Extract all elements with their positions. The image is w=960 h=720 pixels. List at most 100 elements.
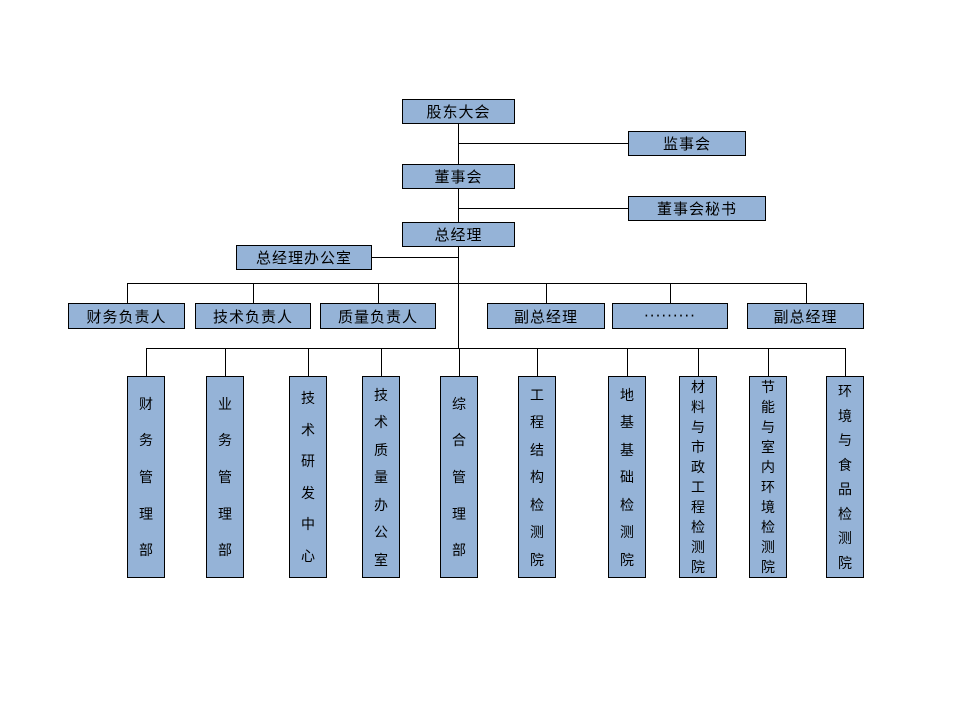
vertical-char: 节 <box>761 380 775 396</box>
node-deputy-gm-2: 副总经理 <box>747 303 864 329</box>
vertical-char: 务 <box>139 433 153 450</box>
node-materials-municipal-institute: 材料与市政工程检测院 <box>679 376 717 578</box>
vertical-char: 境 <box>761 500 775 516</box>
node-label: 监事会 <box>662 135 711 153</box>
vertical-char: 综 <box>452 396 466 413</box>
connector-board-gm <box>458 188 459 222</box>
node-general-admin-dept: 综合管理部 <box>440 376 478 578</box>
vertical-char: 研 <box>301 454 315 471</box>
vertical-char: 测 <box>761 540 775 556</box>
connector-gm-office <box>372 257 458 258</box>
node-quality-head: 质量负责人 <box>320 303 436 329</box>
vertical-char: 院 <box>761 560 775 576</box>
vertical-char: 中 <box>301 517 315 534</box>
connector-supervisory-board <box>458 143 628 144</box>
connector-rail-departments <box>146 348 845 349</box>
connector-drop-ellipsis <box>670 283 671 303</box>
vertical-char: 心 <box>301 548 315 565</box>
connector-drop-deputy-gm-2 <box>806 283 807 303</box>
vertical-char: 结 <box>530 442 544 459</box>
vertical-char: 与 <box>761 420 775 436</box>
node-label: 副总经理 <box>773 307 838 326</box>
vertical-char: 政 <box>691 460 705 476</box>
vertical-char: 管 <box>452 469 466 486</box>
vertical-char: 检 <box>620 497 634 514</box>
node-label: ········· <box>644 307 696 325</box>
connector-drop-dept-9 <box>768 348 769 376</box>
vertical-char: 测 <box>691 540 705 556</box>
connector-drop-dept-3 <box>308 348 309 376</box>
vertical-char: 环 <box>838 384 852 401</box>
node-supervisory-board: 监事会 <box>628 131 746 156</box>
node-label: 财务负责人 <box>86 307 167 326</box>
node-label: 综合管理部 <box>441 377 477 577</box>
vertical-char: 院 <box>838 555 852 572</box>
vertical-char: 内 <box>761 460 775 476</box>
vertical-char: 市 <box>691 440 705 456</box>
vertical-char: 财 <box>139 396 153 413</box>
node-business-dept: 业务管理部 <box>206 376 244 578</box>
node-tech-quality-office: 技术质量办公室 <box>362 376 400 578</box>
connector-board-secretary <box>458 208 628 209</box>
vertical-char: 质 <box>374 442 388 459</box>
vertical-char: 检 <box>838 506 852 523</box>
connector-drop-dept-1 <box>146 348 147 376</box>
node-label: 技术负责人 <box>212 307 293 326</box>
vertical-char: 室 <box>374 552 388 569</box>
connector-drop-dept-10 <box>845 348 846 376</box>
vertical-char: 地 <box>620 387 634 404</box>
connector-gm-trunk <box>458 246 459 348</box>
node-general-manager: 总经理 <box>402 222 515 247</box>
vertical-char: 理 <box>452 506 466 523</box>
node-label: 总经理办公室 <box>255 249 352 267</box>
node-label: 质量负责人 <box>337 307 418 326</box>
node-energy-indoor-env-institute: 节能与室内环境检测院 <box>749 376 787 578</box>
vertical-char: 基 <box>620 442 634 459</box>
vertical-char: 管 <box>139 469 153 486</box>
vertical-char: 院 <box>691 560 705 576</box>
vertical-char: 办 <box>374 497 388 514</box>
node-label: 董事会秘书 <box>656 200 737 218</box>
vertical-char: 院 <box>530 552 544 569</box>
node-label: 总经理 <box>434 226 483 244</box>
vertical-char: 础 <box>620 470 634 486</box>
vertical-char: 理 <box>218 506 232 523</box>
node-label: 财务管理部 <box>128 377 164 577</box>
node-label: 董事会 <box>434 168 483 186</box>
vertical-char: 品 <box>838 482 852 499</box>
node-shareholders-meeting: 股东大会 <box>402 99 515 124</box>
connector-drop-dept-2 <box>225 348 226 376</box>
vertical-char: 与 <box>838 433 852 450</box>
vertical-char: 工 <box>530 387 544 404</box>
vertical-char: 测 <box>530 525 544 541</box>
node-label: 业务管理部 <box>207 377 243 577</box>
vertical-char: 部 <box>452 543 466 560</box>
connector-drop-technical-head <box>253 283 254 303</box>
connector-drop-dept-7 <box>627 348 628 376</box>
vertical-char: 部 <box>218 543 232 560</box>
node-label: 技术研发中心 <box>290 377 326 577</box>
vertical-char: 管 <box>218 469 232 486</box>
node-finance-head: 财务负责人 <box>68 303 185 329</box>
node-technical-head: 技术负责人 <box>195 303 311 329</box>
vertical-char: 技 <box>374 387 388 404</box>
vertical-char: 环 <box>761 480 775 496</box>
connector-drop-dept-4 <box>381 348 382 376</box>
node-label: 股东大会 <box>426 103 491 121</box>
node-gm-office: 总经理办公室 <box>236 245 372 270</box>
vertical-char: 构 <box>530 470 544 486</box>
node-board-secretary: 董事会秘书 <box>628 196 766 221</box>
vertical-char: 境 <box>838 408 852 425</box>
connector-drop-dept-8 <box>698 348 699 376</box>
vertical-char: 理 <box>139 506 153 523</box>
vertical-char: 能 <box>761 400 775 416</box>
vertical-char: 合 <box>452 433 466 450</box>
node-tech-rd-center: 技术研发中心 <box>289 376 327 578</box>
vertical-char: 程 <box>691 500 705 516</box>
vertical-char: 量 <box>374 470 388 486</box>
vertical-char: 与 <box>691 420 705 436</box>
connector-rail-managers <box>127 283 806 284</box>
vertical-char: 室 <box>761 440 775 456</box>
vertical-char: 基 <box>620 415 634 431</box>
